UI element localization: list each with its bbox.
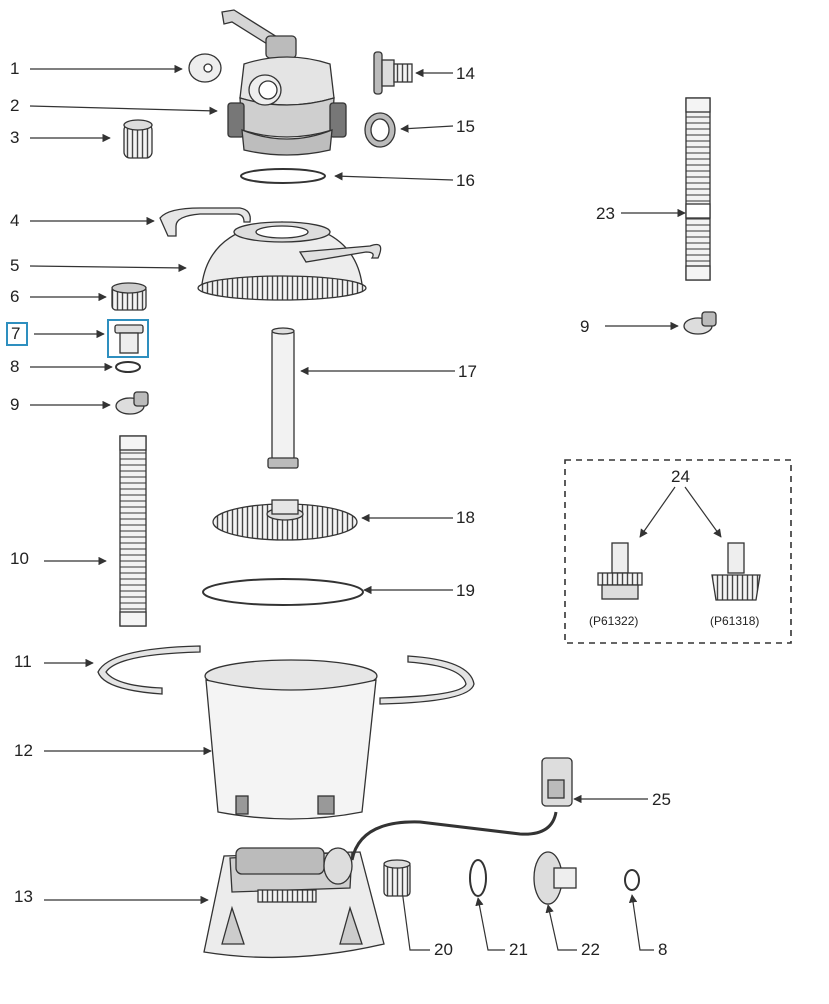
label-14: 14	[456, 64, 475, 83]
label-18: 18	[456, 508, 475, 527]
label-10: 10	[10, 549, 29, 568]
label-20: 20	[434, 940, 453, 959]
part-15-gasket	[364, 112, 396, 148]
part-21-o-ring	[469, 859, 487, 897]
leader-15	[400, 124, 454, 133]
label-13: 13	[14, 887, 33, 906]
part-5-dome-lid	[197, 221, 382, 301]
label-15: 15	[456, 117, 475, 136]
label-2: 2	[10, 96, 20, 115]
part-24-variant-1	[597, 542, 643, 600]
part-1-cap	[188, 53, 222, 83]
label-6: 6	[10, 287, 20, 306]
leader-22	[545, 904, 577, 951]
label-22: 22	[581, 940, 600, 959]
part-13-pump-base	[203, 847, 385, 959]
part-10-hose	[119, 435, 147, 627]
part-19-o-ring	[202, 578, 364, 606]
label-1: 1	[10, 59, 20, 78]
part-14-hose-connector	[373, 51, 413, 95]
variant-code-1: (P61322)	[589, 614, 639, 628]
label-19: 19	[456, 581, 475, 600]
part-18-lateral-plate	[212, 499, 358, 541]
part-17-center-pipe	[267, 327, 299, 469]
part-24-variant-2	[711, 542, 761, 601]
label-9: 9	[10, 395, 20, 414]
label-3: 3	[10, 128, 20, 147]
label-7-highlight-box	[6, 322, 28, 346]
variant-code-2: (P61318)	[710, 614, 760, 628]
label-8-bottom: 8	[658, 940, 668, 959]
leader-24-left	[639, 486, 676, 538]
leader-2	[29, 105, 218, 115]
leader-16	[334, 172, 454, 181]
part-2-multiport-valve	[221, 9, 347, 156]
label-17: 17	[458, 362, 477, 381]
leader-21	[475, 897, 505, 951]
part-12-tank	[204, 659, 378, 820]
label-11: 11	[14, 652, 32, 671]
part-23-hose	[685, 97, 711, 281]
part-4-clamp	[159, 207, 251, 237]
leader-20	[396, 874, 430, 951]
leader-24-right	[684, 486, 722, 538]
part-8-ring-b	[624, 869, 640, 891]
part-25-power-cord	[350, 757, 573, 861]
label-24: 24	[671, 467, 690, 486]
label-23: 23	[596, 204, 615, 223]
label-12: 12	[14, 741, 33, 760]
label-21: 21	[509, 940, 528, 959]
label-7: 7	[11, 324, 21, 343]
label-5: 5	[10, 256, 20, 275]
label-9-right: 9	[580, 317, 590, 336]
variant-box	[564, 459, 792, 644]
part-11-tank-clamp	[97, 645, 475, 705]
part-16-o-ring	[240, 168, 326, 184]
part-8-ring	[115, 361, 141, 373]
label-4: 4	[10, 211, 20, 230]
leader-8b	[628, 894, 654, 951]
label-8: 8	[10, 357, 20, 376]
part-22-pump-cover	[533, 851, 577, 905]
label-25: 25	[652, 790, 671, 809]
leader-5	[29, 263, 187, 273]
part-7-highlight-box	[107, 319, 149, 358]
part-6-nut	[111, 282, 147, 311]
part-7-adapter	[114, 324, 144, 354]
part-20-strainer	[383, 859, 411, 897]
part-9-hose-clamp-b	[683, 311, 717, 335]
label-16: 16	[456, 171, 475, 190]
part-9-hose-clamp	[115, 391, 149, 415]
part-3-nut	[123, 119, 153, 159]
